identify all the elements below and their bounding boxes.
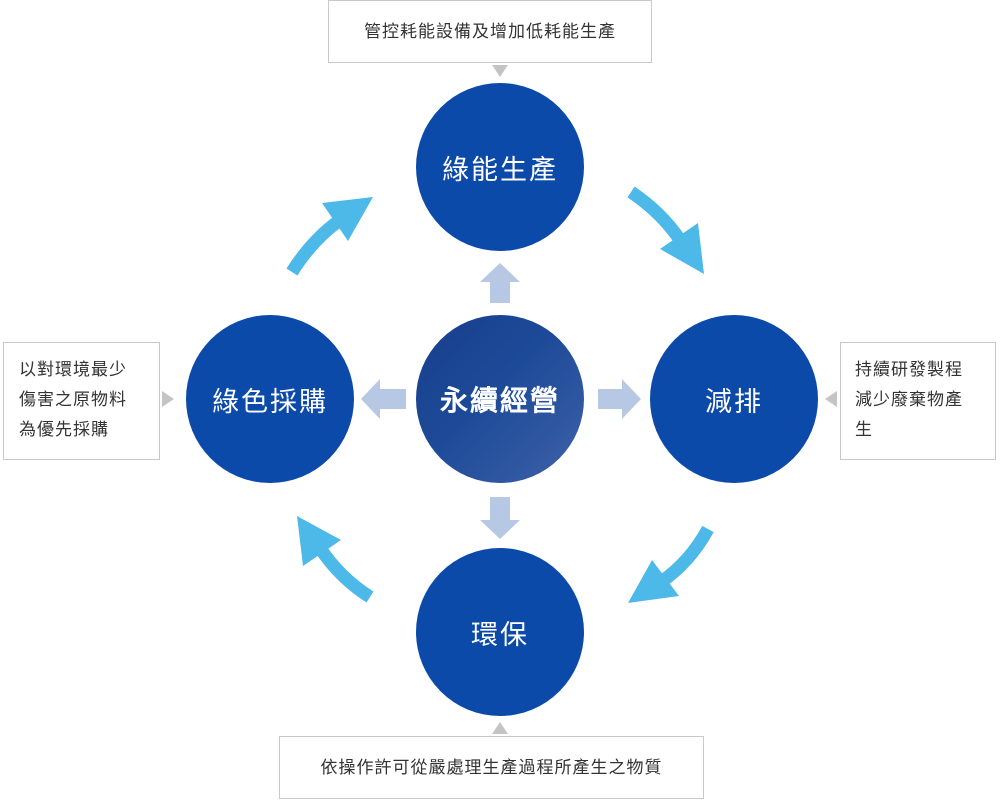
- note-bottom: 依操作許可從嚴處理生產過程所產生之物質: [279, 736, 704, 799]
- node-green-procurement-label: 綠色採購: [212, 386, 328, 418]
- note-right: 持續研發製程 減少廢棄物產 生: [840, 342, 996, 460]
- arrow-right-icon: [598, 379, 641, 419]
- node-environmental-protection-label: 環保: [471, 619, 529, 651]
- cycle-arrow-bottom-right-icon: [628, 525, 714, 603]
- cycle-arrow-bottom-left-icon: [297, 516, 374, 603]
- arrow-down-icon: [480, 497, 520, 539]
- node-green-energy-label: 綠能生產: [442, 154, 558, 186]
- note-top-text: 管控耗能設備及增加低耗能生產: [364, 21, 616, 42]
- note-bottom-text: 依操作許可從嚴處理生產過程所產生之物質: [320, 757, 663, 778]
- node-emission-reduction: 減排: [650, 315, 818, 483]
- node-green-energy: 綠能生產: [416, 83, 584, 251]
- node-green-procurement: 綠色採購: [186, 315, 354, 483]
- pointer-top-icon: [492, 65, 508, 77]
- pointer-right-icon: [825, 391, 837, 407]
- arrow-left-icon: [361, 379, 406, 419]
- node-sustainable-operation-label: 永續經營: [439, 384, 560, 417]
- cycle-arrow-top-left-icon: [286, 197, 373, 276]
- arrow-up-icon: [480, 263, 520, 303]
- note-left: 以對環境最少 傷害之原物料 為優先採購: [3, 342, 160, 460]
- node-environmental-protection: 環保: [416, 548, 584, 716]
- pointer-left-icon: [162, 391, 174, 407]
- node-emission-reduction-label: 減排: [705, 386, 763, 418]
- node-sustainable-operation: 永續經營: [416, 315, 584, 483]
- cycle-arrow-top-right-icon: [627, 186, 704, 274]
- note-top: 管控耗能設備及增加低耗能生產: [328, 0, 652, 63]
- pointer-bottom-icon: [492, 722, 508, 734]
